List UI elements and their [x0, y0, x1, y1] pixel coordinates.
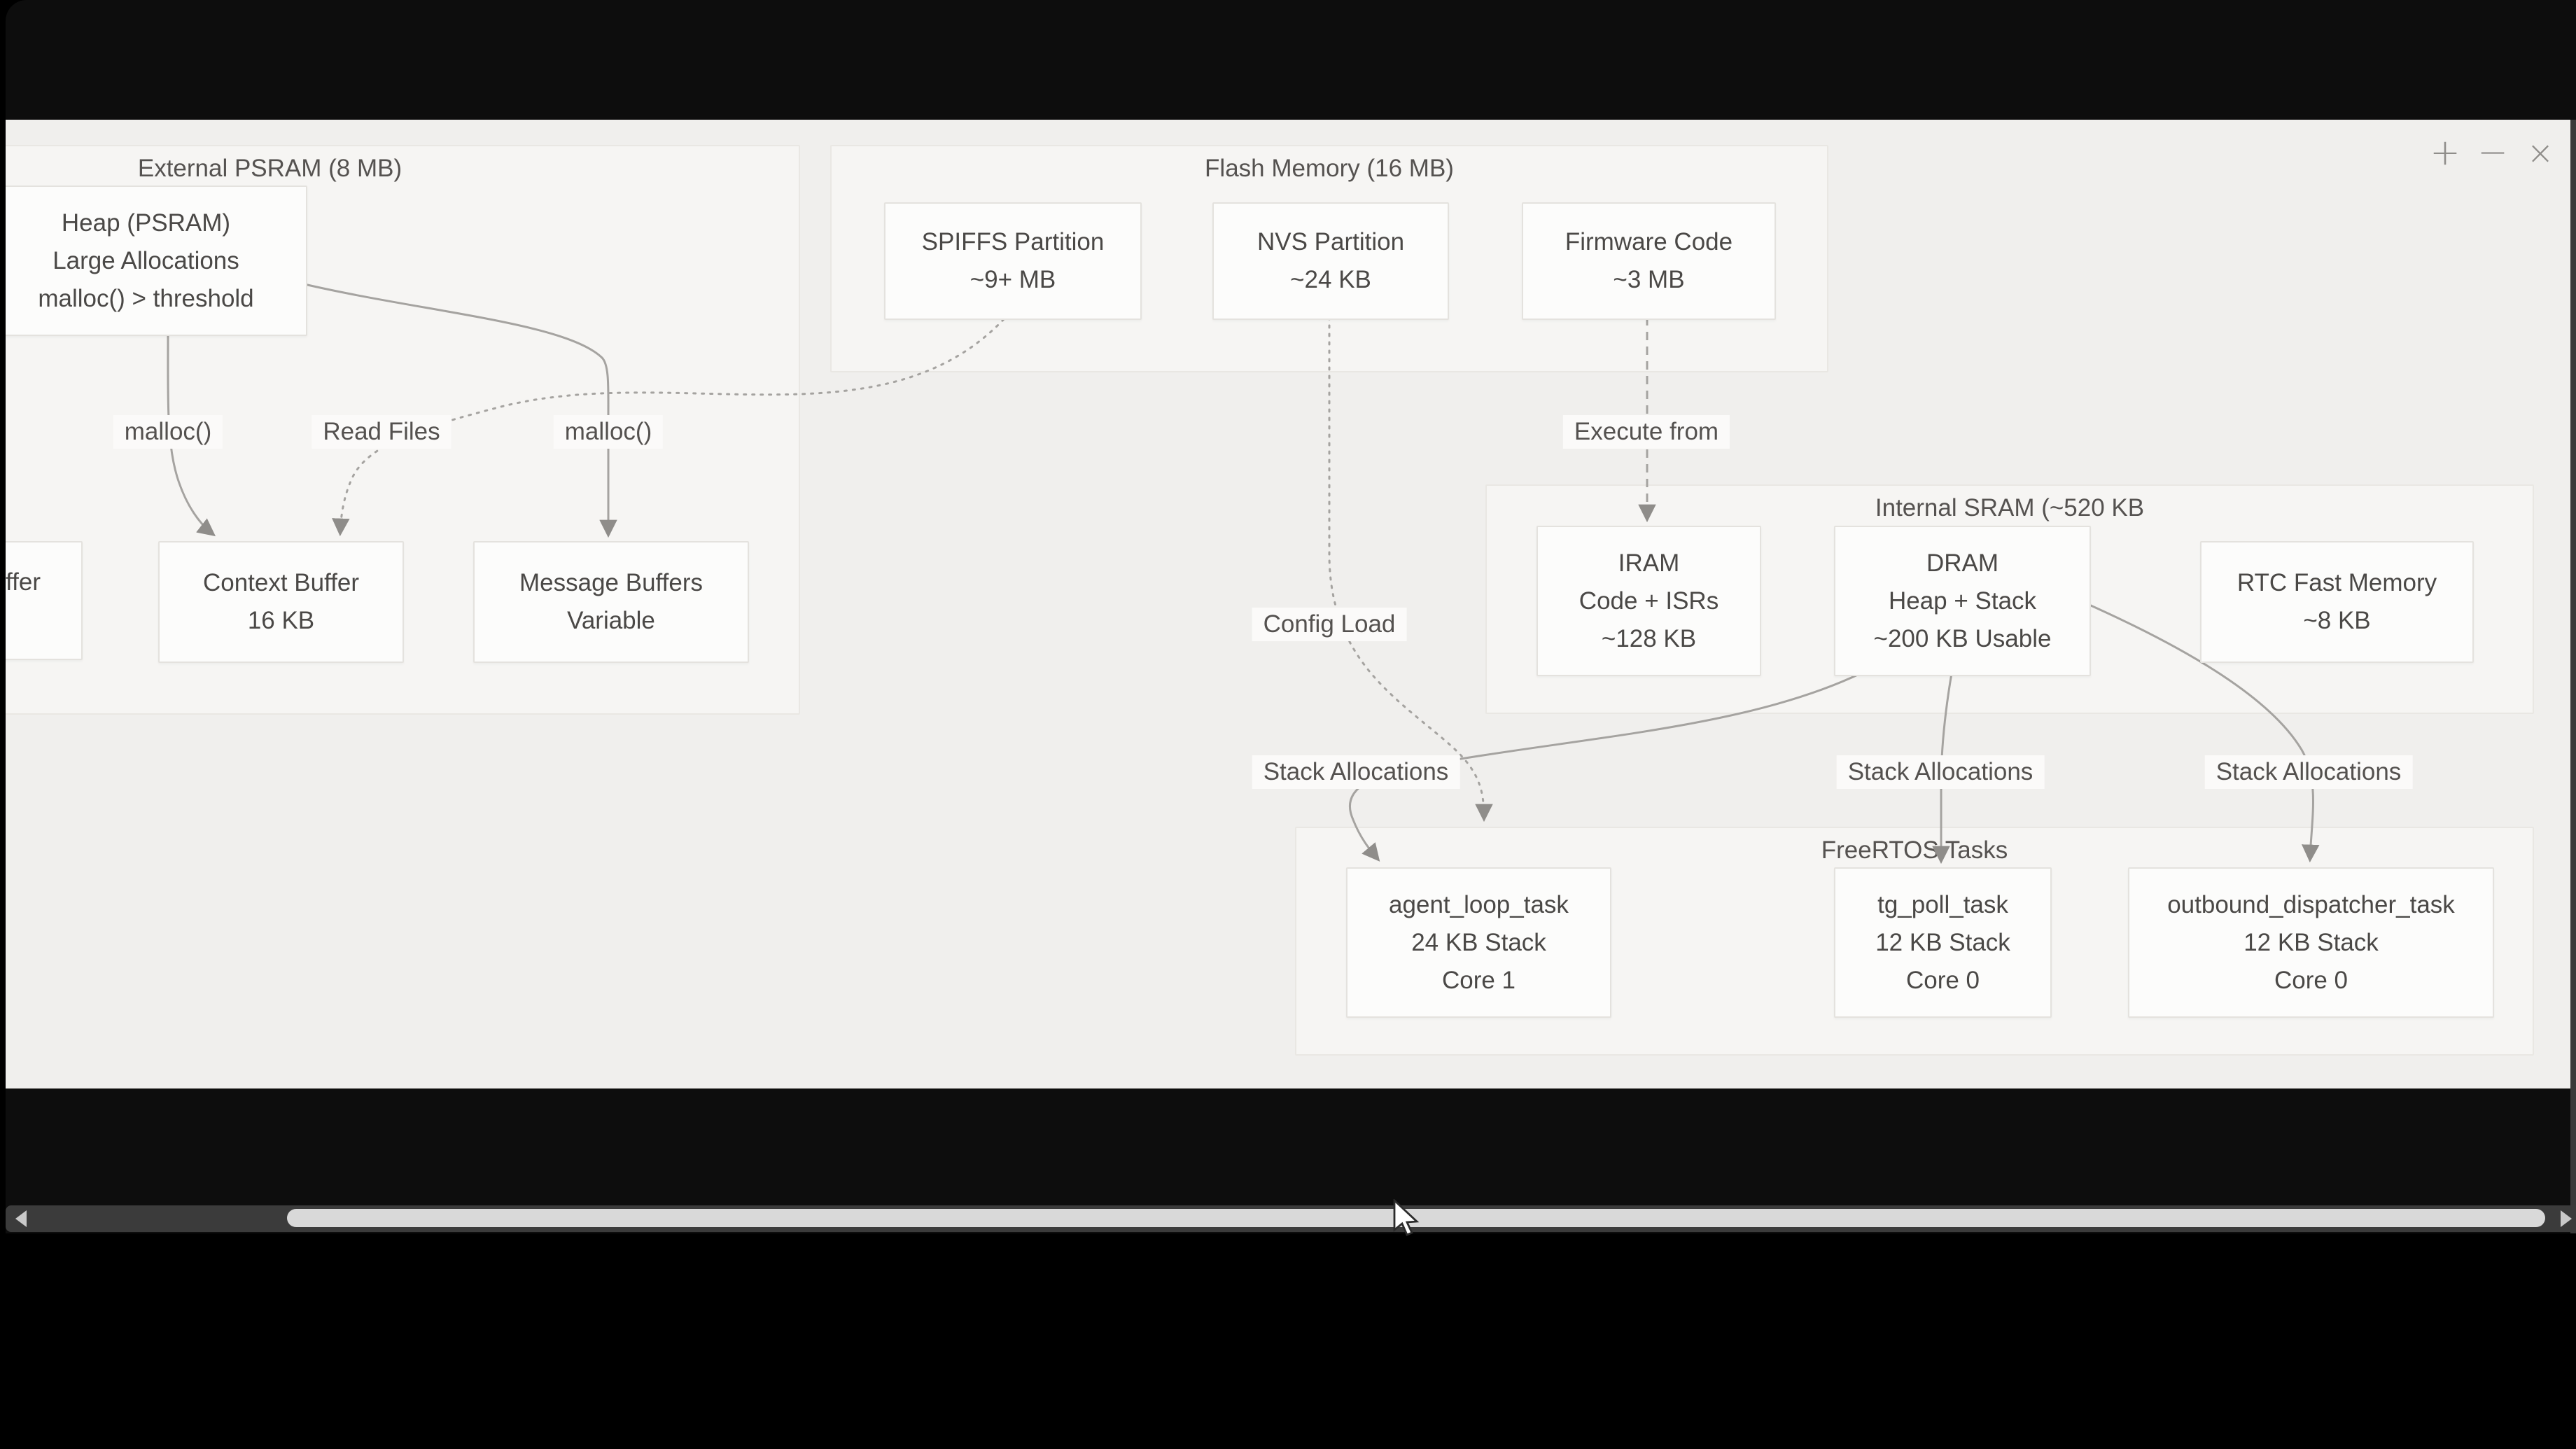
horizontal-scrollbar-track[interactable] [6, 1205, 2576, 1232]
app-window: External PSRAM (8 MB) Flash Memory (16 M… [6, 0, 2576, 1233]
node-agent-loop-task: agent_loop_task 24 KB Stack Core 1 [1346, 867, 1611, 1018]
horizontal-scrollbar-thumb[interactable] [287, 1209, 2545, 1227]
edge-label-config-load: Config Load [1252, 608, 1407, 641]
node-context-buffer: Context Buffer 16 KB [158, 541, 404, 663]
scroll-left-arrow-icon[interactable] [15, 1210, 27, 1227]
node-spiffs-partition: SPIFFS Partition ~9+ MB [884, 202, 1142, 320]
edge-label-stack-allocations-3: Stack Allocations [2204, 755, 2413, 789]
node-nvs-partition: NVS Partition ~24 KB [1212, 202, 1449, 320]
vertical-scrollbar-track[interactable] [2570, 120, 2576, 1233]
group-title-flash-memory: Flash Memory (16 MB) [1205, 155, 1454, 182]
close-button[interactable]: × [2526, 134, 2554, 172]
zoom-in-button[interactable]: + [2430, 132, 2460, 174]
node-firmware-code: Firmware Code ~3 MB [1522, 202, 1776, 320]
edge-label-malloc-left: malloc() [113, 415, 223, 449]
group-title-freertos-tasks: FreeRTOS Tasks [1821, 836, 2008, 864]
node-heap-psram: Heap (PSRAM) Large Allocations malloc() … [6, 186, 307, 336]
node-rtc-fast-memory: RTC Fast Memory ~8 KB [2200, 541, 2474, 663]
scroll-right-arrow-icon[interactable] [2561, 1210, 2572, 1227]
node-iram: IRAM Code + ISRs ~128 KB [1536, 526, 1761, 676]
node-tg-poll-task: tg_poll_task 12 KB Stack Core 0 [1834, 867, 2052, 1018]
node-message-buffers: Message Buffers Variable [473, 541, 749, 663]
edge-label-stack-allocations-2: Stack Allocations [1836, 755, 2045, 789]
edge-heap-to-context-buffer [167, 332, 216, 537]
node-outbound-dispatcher-task: outbound_dispatcher_task 12 KB Stack Cor… [2128, 867, 2494, 1018]
node-cut-buffer: ffer [6, 541, 83, 660]
edge-heap-to-message-buffers [304, 283, 617, 538]
group-title-internal-sram: Internal SRAM (~520 KB [1875, 494, 2145, 522]
edge-label-execute-from: Execute from [1562, 415, 1730, 449]
edge-spiffs-to-context-buffer [332, 318, 1005, 537]
diagram-canvas[interactable]: External PSRAM (8 MB) Flash Memory (16 M… [6, 120, 2570, 1088]
edge-dram-to-outbound [2084, 601, 2320, 863]
zoom-out-button[interactable]: − [2477, 132, 2508, 174]
edge-nvs-to-agent-loop [1328, 316, 1493, 822]
group-title-external-psram: External PSRAM (8 MB) [137, 155, 402, 182]
edge-label-stack-allocations-1: Stack Allocations [1252, 755, 1460, 789]
edge-label-read-files: Read Files [312, 415, 451, 449]
edge-label-malloc-right: malloc() [553, 415, 664, 449]
node-dram: DRAM Heap + Stack ~200 KB Usable [1834, 526, 2091, 676]
mouse-cursor-icon [1393, 1199, 1420, 1236]
